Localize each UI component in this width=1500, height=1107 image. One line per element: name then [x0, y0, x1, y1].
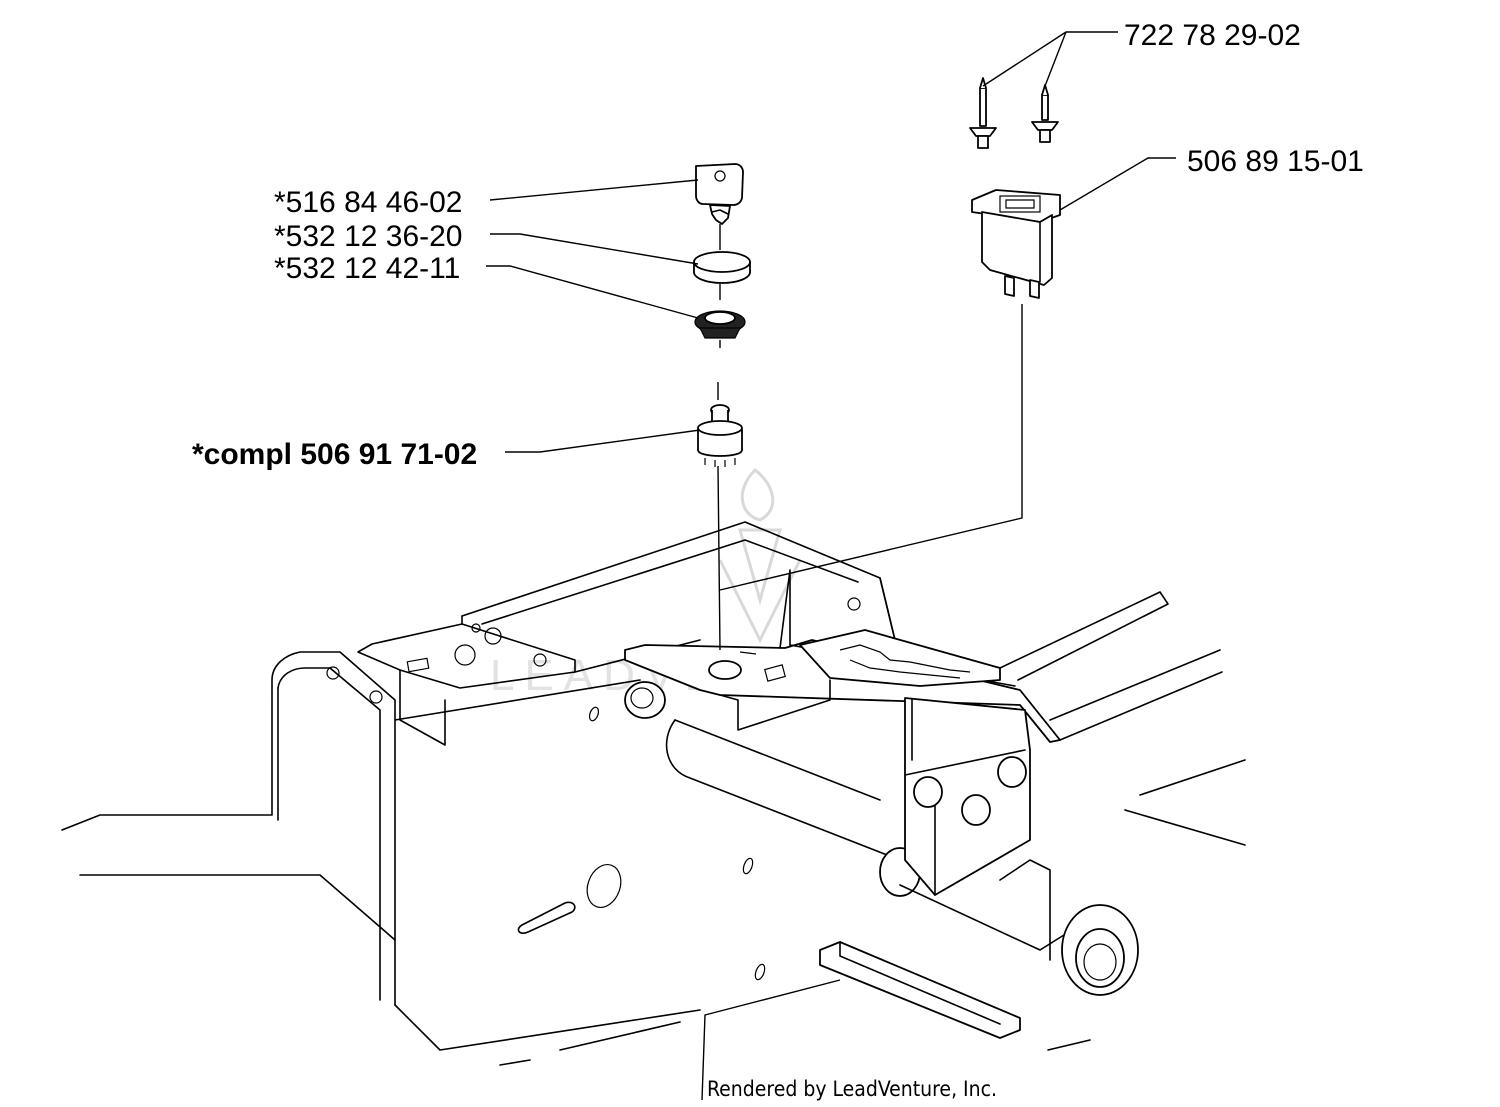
label-washer: *532 12 42-11	[274, 252, 460, 285]
label-key: *516 84 46-02	[274, 186, 463, 219]
tractor-frame	[61, 521, 1246, 1066]
ignition-switch	[697, 404, 743, 467]
label-rivet: 722 78 29-02	[1124, 19, 1301, 52]
leader-lines	[486, 31, 1176, 1101]
label-switch: 506 89 15-01	[1187, 145, 1364, 178]
safety-switch	[971, 189, 1061, 299]
label-nut: *532 12 36-20	[274, 220, 463, 253]
ignition-key	[695, 163, 744, 225]
credit-text: Rendered by LeadVenture, Inc.	[707, 1077, 997, 1101]
washer	[694, 310, 746, 339]
nut-cap	[693, 251, 751, 284]
rivets	[969, 77, 1059, 149]
label-ignition: *compl 506 91 71-02	[192, 438, 477, 471]
